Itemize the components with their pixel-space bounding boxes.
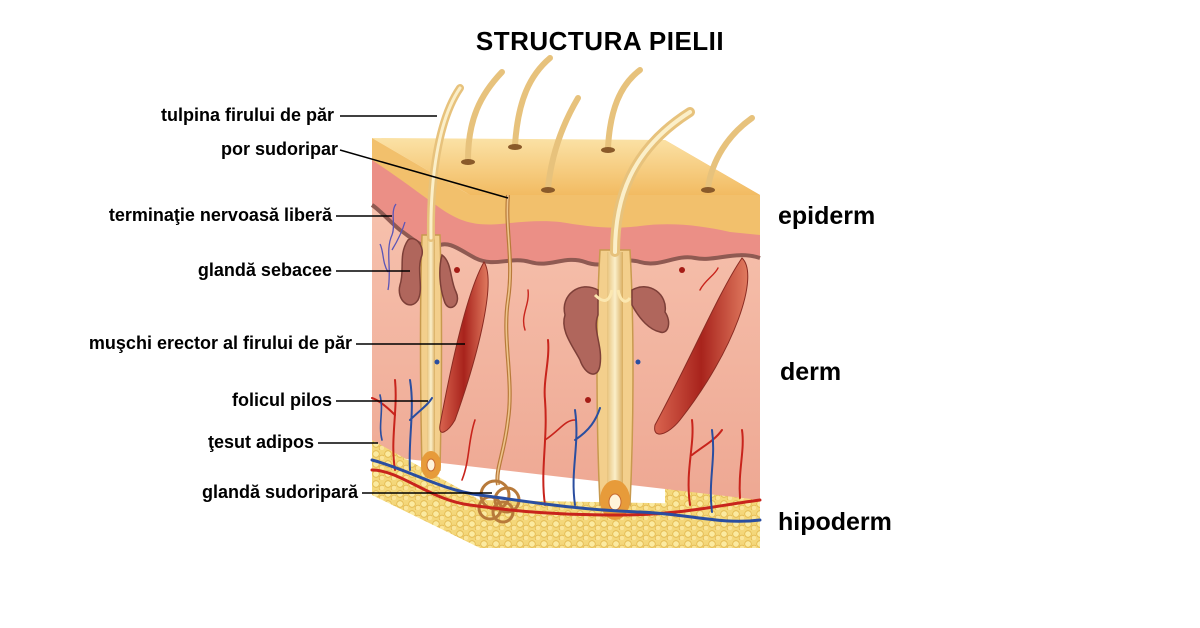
- label-hair-shaft: tulpina firului de păr: [160, 105, 334, 125]
- layer-label-dermis: derm: [780, 358, 842, 386]
- label-sebaceous-gland: glandă sebacee: [197, 260, 332, 280]
- hypodermis-layer: [372, 440, 760, 548]
- label-adipose-tissue: ţesut adipos: [207, 432, 314, 452]
- erector-muscle-left: [439, 261, 489, 433]
- dermis-dots: [434, 267, 685, 403]
- veins: [370, 379, 762, 523]
- label-hair-follicle: folicul pilos: [231, 390, 332, 410]
- label-free-nerve-ending: terminaţie nervoasă liberă: [108, 205, 332, 225]
- page-title: STRUCTURA PIELII: [475, 26, 725, 56]
- arteries: [370, 267, 762, 517]
- sweat-gland: [477, 194, 521, 524]
- sebaceous-gland-right: [563, 286, 670, 375]
- epidermis-layer: [370, 138, 761, 267]
- erector-muscle-right: [654, 257, 749, 435]
- free-nerve-ending: [379, 203, 406, 291]
- leader-lines: [318, 115, 509, 494]
- hair-follicle-left: [419, 234, 443, 479]
- label-erector-muscle: muşchi erector al firului de păr: [88, 333, 352, 353]
- hair-follicle-right: [596, 249, 634, 520]
- hair-pores: [461, 144, 715, 193]
- sebaceous-gland-left: [398, 238, 459, 309]
- label-sweat-pore: por sudoripar: [220, 139, 338, 159]
- hair-shafts: [426, 55, 755, 257]
- label-sweat-gland: glandă sudoripară: [201, 482, 358, 502]
- layer-label-hypodermis: hipoderm: [778, 508, 892, 536]
- layer-label-epidermis: epiderm: [778, 202, 876, 230]
